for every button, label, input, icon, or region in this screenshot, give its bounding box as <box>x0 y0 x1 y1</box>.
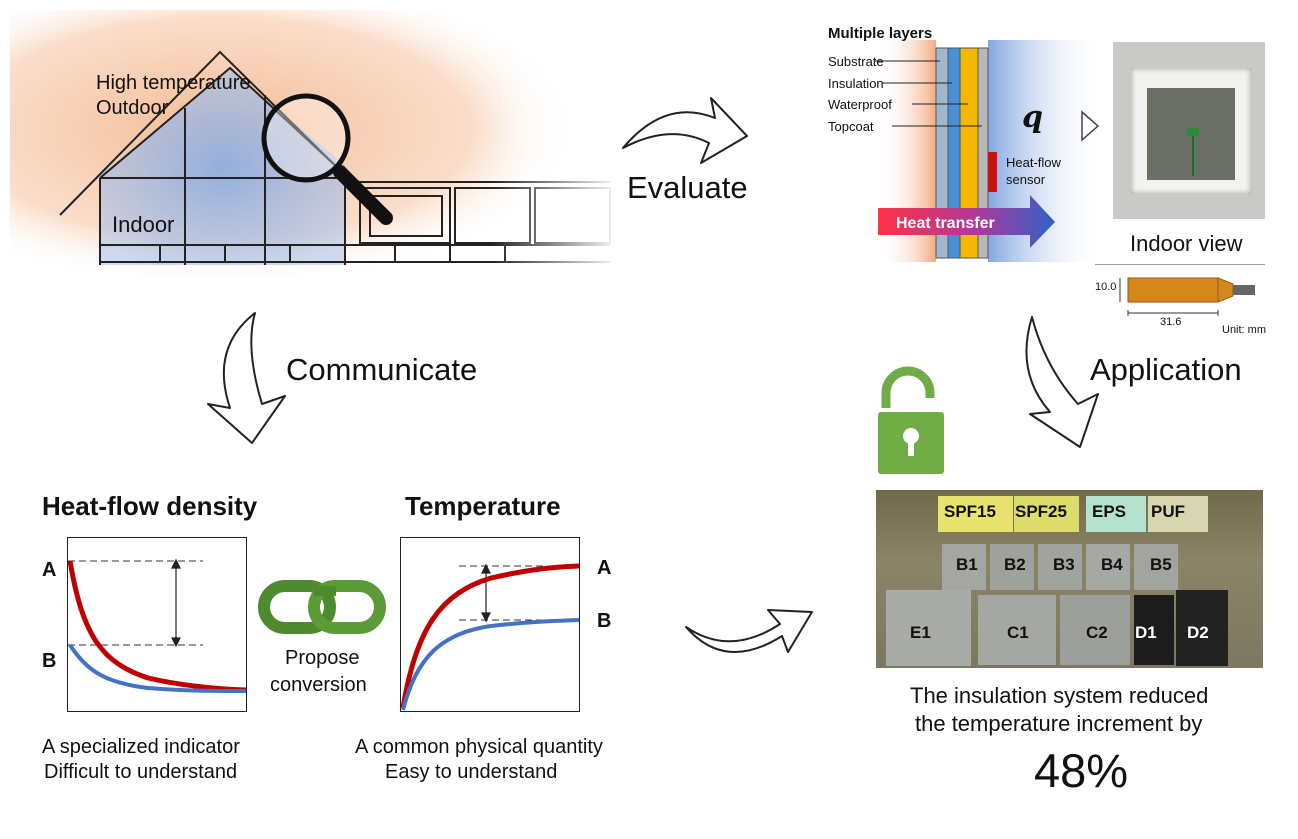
conversion-line1: Propose <box>285 647 360 669</box>
evaluate-arrow-icon <box>622 97 748 164</box>
heat-flow-chart-plot <box>67 558 247 693</box>
sensor-dimension-drawing <box>1119 277 1255 316</box>
application-label: Application <box>1090 352 1242 387</box>
sample-label: C2 <box>1086 623 1108 642</box>
indoor-label: Indoor <box>112 212 175 237</box>
heat-transfer-arrow-icon <box>878 195 1055 248</box>
temperature-chart <box>400 537 580 712</box>
layers-drawing <box>875 40 1105 262</box>
temperature-label-a: A <box>597 557 612 579</box>
result-line2: the temperature increment by <box>915 711 1203 736</box>
magnifier-icon <box>261 93 393 225</box>
communicate-arrow-icon <box>207 312 286 444</box>
unlocked-padlock-icon <box>878 366 944 474</box>
evaluate-label: Evaluate <box>627 170 748 205</box>
sample-label: E1 <box>910 623 931 642</box>
layer-label-waterproof: Waterproof <box>828 97 892 112</box>
indoor-view-caption: Indoor view <box>1130 231 1243 256</box>
temperature-caption-line2: Easy to understand <box>385 761 558 783</box>
sample-label: PUF <box>1151 502 1185 521</box>
layer-label-topcoat: Topcoat <box>828 119 874 134</box>
temperature-chart-plot <box>400 563 580 711</box>
layers-title: Multiple layers <box>828 25 933 42</box>
temperature-label-b: B <box>597 610 612 632</box>
sample-label: D1 <box>1135 623 1157 642</box>
chain-link-icon <box>258 580 386 634</box>
dimension-width: 31.6 <box>1160 316 1182 328</box>
series-b-curve <box>401 618 580 711</box>
indoor-view-photo <box>1113 42 1265 219</box>
heat-flow-label-a: A <box>42 559 57 581</box>
dimension-height: 10.0 <box>1095 281 1117 293</box>
house-illustration <box>0 0 620 280</box>
result-line1: The insulation system reduced <box>910 683 1209 708</box>
heat-flow-chart <box>67 537 247 712</box>
sample-label: B4 <box>1101 555 1123 574</box>
temperature-caption-line1: A common physical quantity <box>355 736 603 758</box>
play-triangle-icon <box>1081 110 1100 142</box>
result-arrow-icon <box>685 609 813 653</box>
application-arrow-icon <box>1025 316 1099 448</box>
sensor-label-line1: Heat-flow <box>1006 155 1061 170</box>
outdoor-label-line2: Outdoor <box>96 97 169 119</box>
sample-label: SPF25 <box>1015 502 1067 521</box>
series-a-curve <box>400 563 580 709</box>
sensor-in-photo <box>1187 128 1199 136</box>
heat-flow-caption-line2: Difficult to understand <box>44 761 238 783</box>
house-drawing <box>10 10 615 275</box>
sensor-label-line2: sensor <box>1006 172 1046 187</box>
dimension-unit: Unit: mm <box>1222 324 1266 336</box>
sample-label: B2 <box>1004 555 1026 574</box>
heat-flow-sensor <box>988 152 997 192</box>
sample-label: B3 <box>1053 555 1075 574</box>
layer-label-insulation: Insulation <box>828 76 884 91</box>
layers-panel <box>820 40 1105 262</box>
conversion-line2: conversion <box>270 674 367 696</box>
communicate-label: Communicate <box>286 352 478 387</box>
heat-transfer-label: Heat transfer <box>896 215 995 232</box>
result-value: 48% <box>1034 744 1129 797</box>
temperature-chart-title: Temperature <box>405 491 561 521</box>
heat-flow-caption-line1: A specialized indicator <box>42 736 240 758</box>
heat-flow-label-b: B <box>42 650 57 672</box>
layer-label-substrate: Substrate <box>828 54 884 69</box>
sample-label: B5 <box>1150 555 1172 574</box>
sample-label: C1 <box>1007 623 1029 642</box>
sample-label: D2 <box>1187 623 1209 642</box>
outdoor-label-line1: High temperature <box>96 72 251 94</box>
sample-label: SPF15 <box>944 502 996 521</box>
samples-photo <box>876 490 1263 668</box>
q-symbol: q <box>1022 100 1043 135</box>
series-a-curve <box>67 560 247 693</box>
heat-flow-chart-title: Heat-flow density <box>42 491 258 521</box>
series-b-curve <box>68 643 247 693</box>
sample-label: EPS <box>1092 502 1127 521</box>
sample-label: B1 <box>956 555 978 574</box>
